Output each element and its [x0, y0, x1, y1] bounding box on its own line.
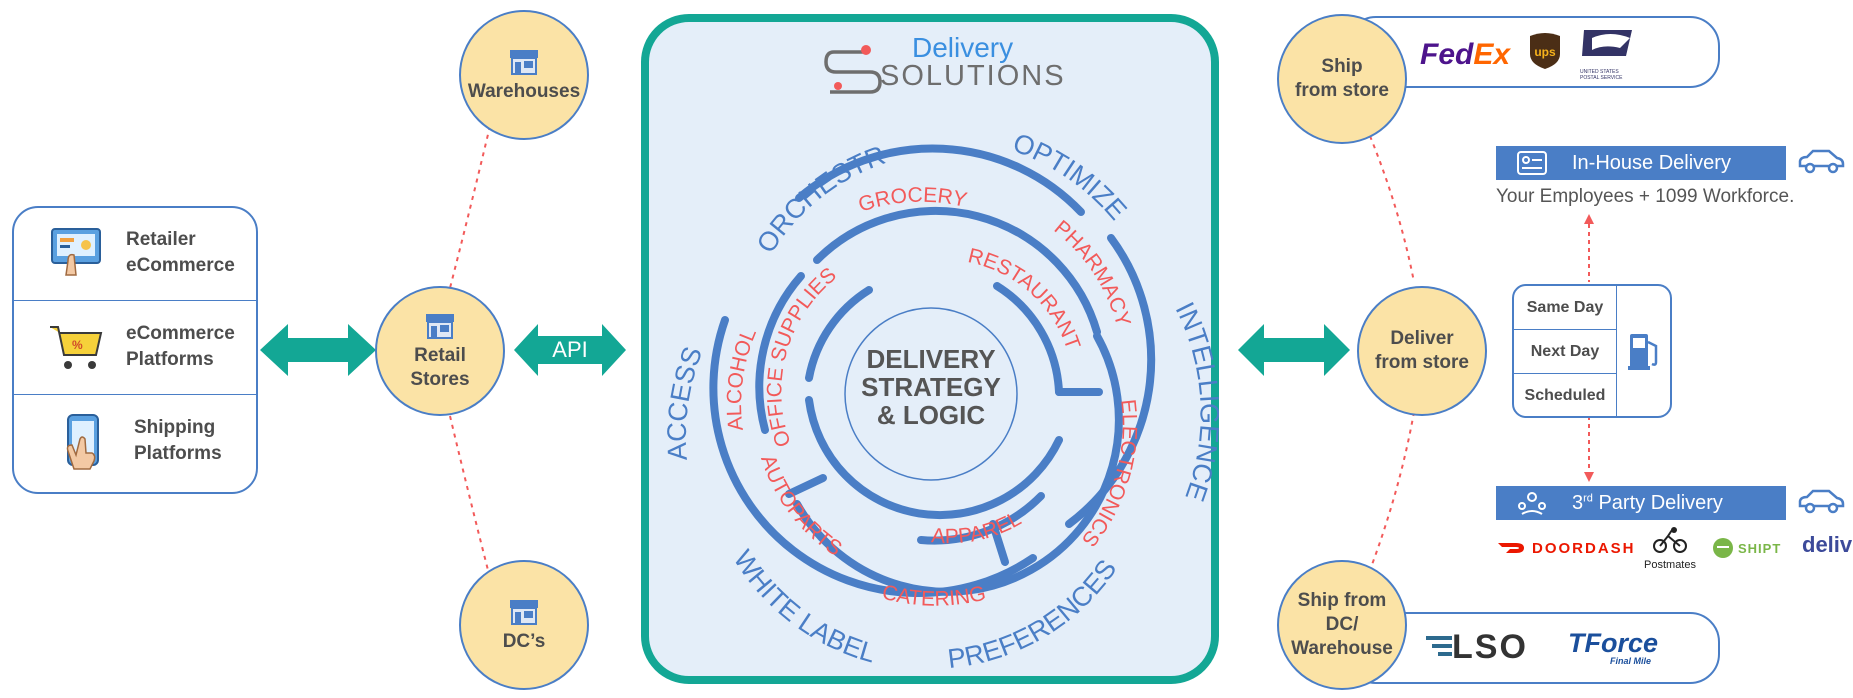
deliv-logo: deliv — [1802, 532, 1853, 557]
bidirectional-arrow-right — [1238, 324, 1350, 376]
api-label: API — [552, 337, 588, 362]
node-warehouses: Warehouses — [459, 10, 589, 140]
mobile-tap-icon — [66, 414, 99, 470]
eagle-icon — [1582, 30, 1632, 56]
bike-rider-icon — [1653, 527, 1687, 553]
logo-word-solutions: SOLUTIONS — [880, 60, 1066, 92]
fuel-pump-icon — [1628, 334, 1658, 370]
lso-logo: LSO — [1452, 628, 1528, 666]
lso-speed-lines-icon — [1426, 636, 1452, 656]
divider — [1514, 329, 1616, 330]
node-dcs: DC’s — [459, 560, 589, 690]
option-next-day: Next Day — [1530, 342, 1600, 360]
delivery-options-box: Same Day Next Day Scheduled — [1512, 284, 1672, 418]
core-line-1: DELIVERY — [866, 344, 995, 374]
label-catering: CATERING — [880, 581, 988, 611]
route-pin-icon — [824, 45, 882, 94]
core-line-2: STRATEGY — [861, 372, 1001, 402]
ups-logo: ups — [1530, 33, 1560, 69]
connector-dotted-lines-right — [1369, 135, 1415, 571]
svg-text:%: % — [72, 338, 83, 352]
delivery-strategy-wheel: ORCHESTRATE OPTIMIZE INTELLIGENCE PREFER… — [641, 100, 1219, 674]
ring-third-left — [805, 286, 873, 382]
shipt-logo: SHIPT — [1712, 538, 1781, 558]
doordash-icon — [1498, 543, 1524, 553]
tforce-subtitle: Final Mile — [1610, 656, 1652, 666]
node-label: DC’s — [502, 631, 546, 652]
storefront-icon — [426, 314, 454, 339]
bidirectional-arrow-left — [260, 324, 376, 376]
ring-third-right — [993, 282, 1063, 396]
car-icon — [1798, 149, 1845, 174]
postmates-logo: Postmates — [1640, 526, 1700, 571]
in-house-title: In-House Delivery — [1572, 151, 1731, 174]
label-access: ACCESS — [662, 343, 708, 462]
core-circle — [844, 307, 1018, 481]
ring-second-right — [793, 332, 1123, 596]
ring-third-bottom — [805, 396, 1063, 520]
storefront-icon — [510, 50, 538, 75]
ring-second-top — [813, 206, 1101, 336]
ring-outer-top — [795, 144, 1085, 216]
national-carriers-box: FedEx ups UNITED STATES POSTAL SERVICE — [1346, 16, 1720, 88]
connector-dotted-lines — [449, 125, 491, 579]
label-optimize: OPTIMIZE — [1009, 127, 1133, 225]
in-house-subtitle: Your Employees + 1099 Workforce. — [1496, 186, 1795, 207]
label-restaurant: RESTAURANT — [966, 244, 1085, 352]
option-scheduled: Scheduled — [1524, 386, 1606, 404]
ring-connector — [785, 474, 827, 498]
divider — [14, 394, 256, 395]
node-label: Warehouses — [467, 81, 581, 102]
label-office-supplies: OFFICE SUPPLIES — [763, 263, 841, 449]
dotted-arrows-vertical — [1584, 214, 1594, 482]
divider — [1514, 373, 1616, 374]
tforce-logo: TForce — [1568, 628, 1659, 658]
storefront-icon — [510, 600, 538, 625]
car-icon — [1798, 489, 1845, 514]
api-arrow: API — [514, 324, 626, 376]
label-alcohol: ALCOHOL — [723, 325, 761, 432]
option-same-day: Same Day — [1526, 298, 1604, 316]
people-network-icon — [1518, 492, 1546, 515]
ring-inner-apparel — [917, 492, 1045, 545]
shipt-icon — [1713, 538, 1733, 558]
svg-text:ups: ups — [1534, 45, 1556, 59]
in-house-delivery-bar: In-House Delivery — [1496, 146, 1786, 180]
shopping-cart-icon: % — [50, 326, 103, 369]
usps-logo: UNITED STATES POSTAL SERVICE — [1580, 26, 1636, 81]
fedex-logo: FedEx — [1420, 38, 1511, 71]
retailer-ecommerce-icon — [51, 228, 101, 276]
label-intelligence: INTELLIGENCE — [1170, 297, 1219, 505]
regional-carriers-box: LSO TForce Final Mile — [1346, 612, 1720, 684]
delivery-solutions-panel — [641, 14, 1219, 684]
divider — [14, 300, 256, 301]
third-party-delivery-bar: 3rd Party Delivery — [1496, 486, 1786, 520]
ring-second-left — [755, 272, 805, 434]
delivery-solutions-logo: Delivery SOLUTIONS — [820, 30, 1064, 96]
route-settings-icon — [1517, 151, 1547, 175]
logo-word-delivery: Delivery — [912, 32, 1014, 63]
bidirectional-arrow-api — [514, 324, 626, 376]
third-party-title: 3rd Party Delivery — [1572, 491, 1723, 514]
label-autoparts: AUTOPARTS — [756, 452, 846, 561]
core-line-3: & LOGIC — [877, 400, 986, 430]
divider — [1616, 286, 1617, 416]
doordash-logo: DOORDASH — [1496, 538, 1636, 558]
